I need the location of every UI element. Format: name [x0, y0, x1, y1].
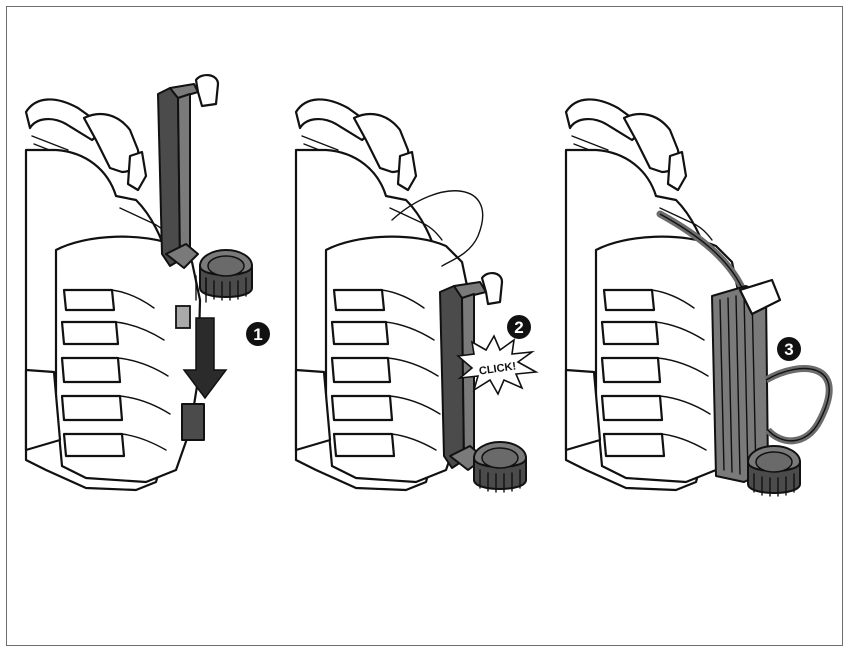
step-number-2-text: 2	[514, 318, 523, 337]
slot-lower	[181, 403, 205, 441]
click-callout-text: CLICK!	[478, 360, 517, 377]
cap-3	[747, 445, 801, 497]
step-number-3: 3	[777, 337, 801, 361]
down-arrow-icon	[182, 317, 228, 400]
panel-step-2: CLICK! 2	[294, 98, 539, 493]
slot-upper	[175, 305, 191, 329]
panel-step-3: 3	[564, 98, 833, 497]
cap-1	[199, 249, 253, 301]
step-number-3-text: 3	[784, 340, 793, 359]
panel-step-1: 1	[24, 74, 270, 492]
cap-2	[473, 441, 527, 493]
step-number-1-text: 1	[253, 325, 262, 344]
click-burst-icon: CLICK!	[456, 334, 539, 396]
storage-clip-1	[157, 74, 220, 269]
step-number-1: 1	[246, 322, 270, 346]
step-number-2: 2	[507, 315, 531, 339]
